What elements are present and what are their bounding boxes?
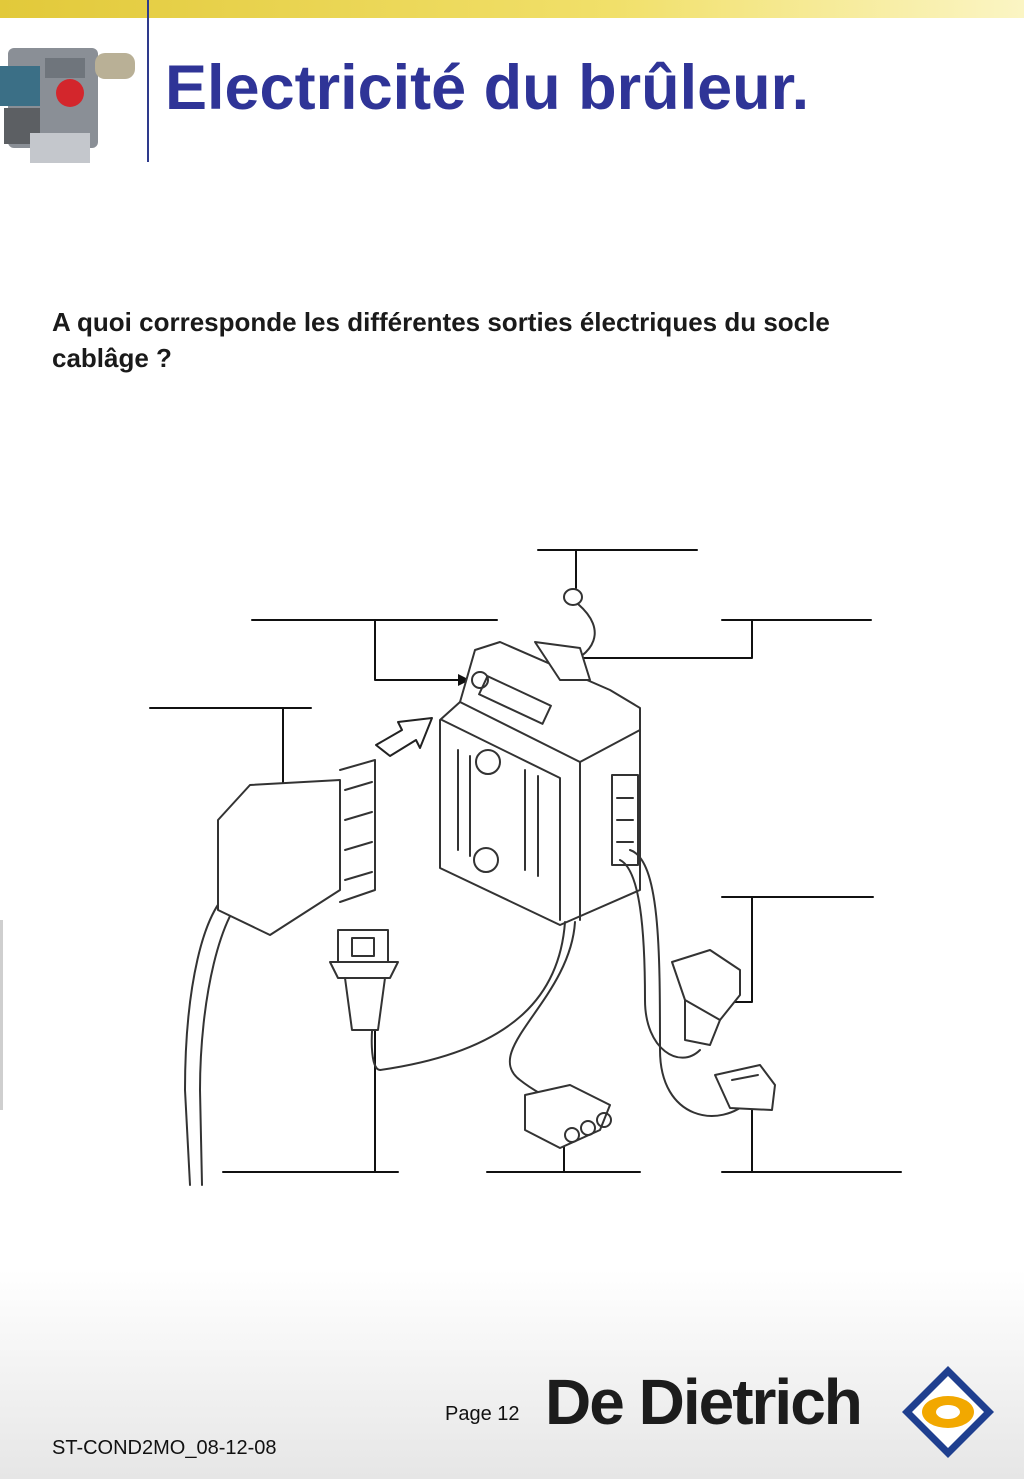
- slide-title: Electricité du brûleur.: [165, 53, 810, 123]
- de-dietrich-diamond-logo-icon: [902, 1366, 994, 1458]
- left-edge-mark: [0, 920, 3, 1110]
- document-id: ST-COND2MO_08-12-08: [52, 1437, 277, 1459]
- socket-block: [439, 641, 641, 926]
- brand-name: De Dietrich: [545, 1366, 863, 1438]
- middle-plug: [329, 929, 399, 1031]
- burner-photo-icon: [0, 48, 135, 163]
- three-pin-plug: [524, 1084, 612, 1149]
- page-number: Page 12: [445, 1403, 520, 1425]
- insert-arrow: [375, 717, 433, 757]
- footer-band: [0, 1270, 1024, 1479]
- left-plug: [217, 759, 376, 936]
- wiring-socket-diagram: [149, 549, 902, 1186]
- right-plug-upper: [671, 949, 741, 1046]
- right-plug-lower: [714, 1064, 776, 1111]
- title-divider: [147, 0, 149, 162]
- question-text: A quoi corresponde les différentes sorti…: [52, 307, 830, 373]
- top-accent-bar: [0, 0, 1024, 18]
